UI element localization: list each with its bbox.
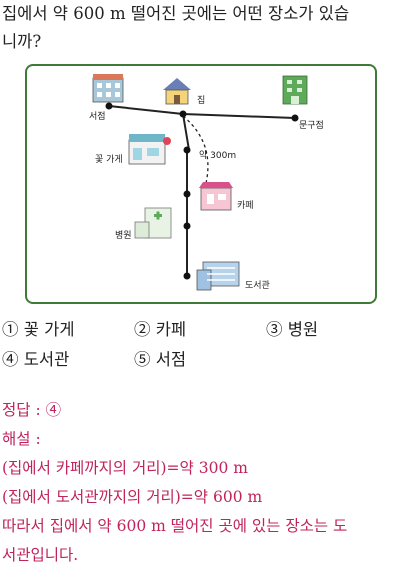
explain-label: 해설 :: [2, 430, 41, 448]
label-flower-shop: 꽃 가게: [95, 154, 123, 165]
bookstore-icon: [92, 74, 124, 103]
choice-4[interactable]: ④ 도서관: [2, 346, 69, 370]
node-stationery: [291, 114, 299, 122]
choice-2-number: ②: [134, 320, 151, 339]
library-icon: [196, 261, 240, 291]
choice-3-text: 병원: [287, 320, 319, 339]
house-icon: [163, 78, 191, 105]
choice-4-number: ④: [2, 350, 19, 369]
road-nodes: [105, 102, 299, 280]
choice-4-text: 도서관: [23, 350, 70, 369]
distance-arc: [182, 115, 209, 195]
label-hospital: 병원: [115, 230, 132, 241]
flower-shop-icon: [128, 134, 171, 165]
label-distance: 약 300m: [199, 149, 236, 161]
label-stationery: 문구점: [299, 119, 324, 131]
choice-5[interactable]: ⑤ 서점: [134, 346, 186, 370]
label-cafe: 카페: [237, 200, 254, 211]
choice-1[interactable]: ① 꽃 가게: [2, 316, 75, 340]
cafe-icon: [199, 182, 233, 211]
explain-line-3: 따라서 집에서 약 600 m 떨어진 곳에 있는 장소는 도: [2, 517, 348, 535]
hospital-icon: [134, 207, 172, 239]
choice-2[interactable]: ② 카페: [134, 316, 186, 340]
solution-block: 정답 : ④ 해설 : (집에서 카페까지의 거리)=약 300 m (집에서 …: [2, 396, 398, 570]
node-library: [183, 272, 191, 280]
label-bookstore: 서점: [89, 110, 106, 122]
choice-2-text: 카페: [155, 320, 187, 339]
node-cafe: [183, 190, 191, 198]
label-library: 도서관: [245, 280, 270, 291]
explain-line-2: (집에서 도서관까지의 거리)=약 600 m: [2, 488, 263, 506]
node-bookstore: [105, 102, 113, 110]
roads: [108, 105, 296, 276]
question-line-1: 집에서 약 600 m 떨어진 곳에는 어떤 장소가 있습: [2, 4, 350, 23]
node-hospital: [183, 222, 191, 230]
map-figure: 서점 집 문구점 꽃 가게 약 300m: [25, 64, 377, 304]
choice-3[interactable]: ③ 병원: [266, 316, 318, 340]
choice-5-number: ⑤: [134, 350, 151, 369]
stationery-icon: [282, 75, 308, 105]
answer-line: 정답 : ④: [2, 401, 62, 419]
question-text: 집에서 약 600 m 떨어진 곳에는 어떤 장소가 있습 니까?: [2, 0, 398, 56]
choice-5-text: 서점: [155, 350, 187, 369]
label-house: 집: [197, 94, 205, 106]
question-line-2: 니까?: [2, 32, 42, 51]
choice-1-text: 꽃 가게: [23, 320, 75, 339]
map-drawing: 서점 집 문구점 꽃 가게 약 300m: [89, 74, 324, 291]
node-junction: [183, 146, 191, 154]
road-bookstore-house: [108, 105, 184, 115]
choice-1-number: ①: [2, 320, 19, 339]
road-house-stationery: [182, 113, 296, 119]
node-house: [179, 110, 187, 118]
explain-line-4: 서관입니다.: [2, 546, 79, 564]
explain-line-1: (집에서 카페까지의 거리)=약 300 m: [2, 459, 248, 477]
road-house-flower: [182, 113, 190, 151]
choice-3-number: ③: [266, 320, 283, 339]
